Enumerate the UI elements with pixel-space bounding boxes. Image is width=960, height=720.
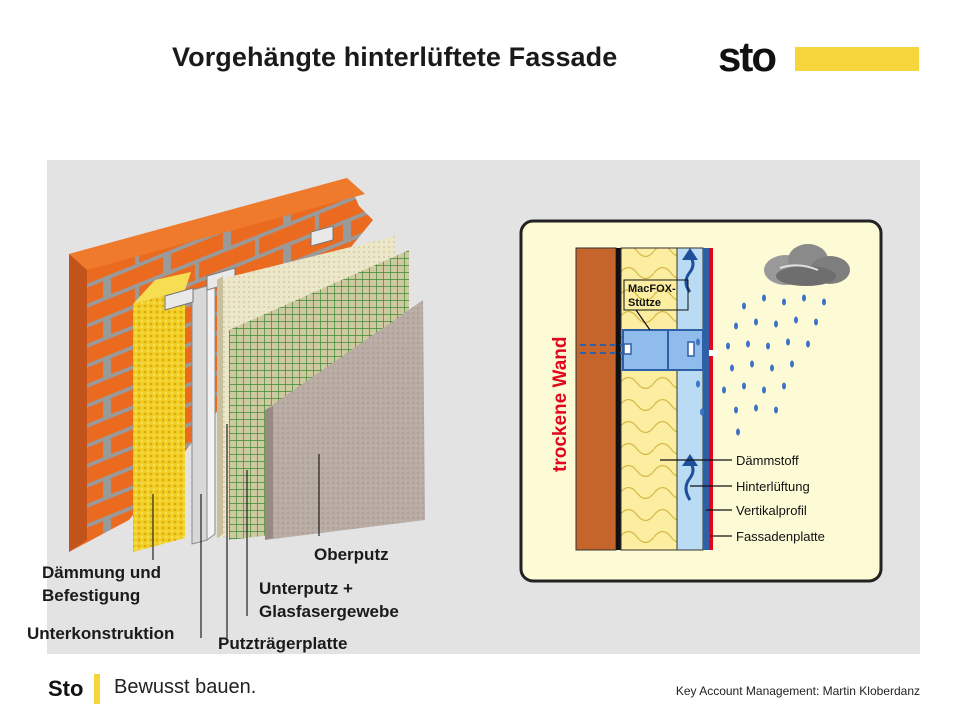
footer-sto-logo: Sto [48, 674, 100, 704]
section-masonry-layer [575, 247, 617, 551]
section-vertical-profile [703, 248, 709, 550]
section-bracket-label-1: MacFOX- [628, 283, 676, 295]
section-layer-vertikalprofil: Vertikalprofil [736, 503, 807, 518]
section-layer-fassadenplatte: Fassadenplatte [736, 529, 825, 544]
sto-logo: sto [718, 38, 778, 78]
rain-cloud-icon [764, 244, 850, 286]
label-daemmung-line2: Befestigung [42, 586, 141, 605]
label-unterkonstruktion: Unterkonstruktion [27, 624, 175, 643]
label-daemmung: Dämmung und Befestigung [42, 561, 161, 607]
page-title: Vorgehängte hinterlüftete Fassade [172, 42, 618, 72]
label-oberputz: Oberputz [314, 545, 389, 564]
footer-credit: Key Account Management: Martin Kloberdan… [675, 684, 920, 698]
footer-logo-text: Sto [48, 676, 83, 701]
wall-buildup-illustration [69, 178, 425, 638]
section-air-gap-layer [676, 247, 704, 551]
sto-logo-text: sto [718, 38, 776, 78]
facade-cross-section: trockene Wand MacFOX- Stütze Dämmstoff H… [519, 219, 883, 583]
section-facade-board [709, 248, 713, 550]
label-putztraegerplatte: Putzträgerplatte [218, 634, 348, 653]
airflow-arrow-icon [684, 255, 695, 501]
label-unterputz-line2: Glasfasergewebe [259, 602, 399, 621]
brand-yellow-bar [795, 47, 919, 71]
section-layer-hinterlueftung: Hinterlüftung [736, 479, 810, 494]
section-bracket-label-2: Stütze [628, 297, 661, 309]
section-wall-label: trockene Wand [550, 337, 571, 473]
section-insulation-layer [620, 247, 678, 551]
rain-drops [696, 294, 826, 436]
section-layer-daemmstoff: Dämmstoff [736, 453, 799, 468]
label-unterputz: Unterputz + Glasfasergewebe [259, 577, 399, 623]
label-unterputz-line1: Unterputz + [259, 579, 353, 598]
footer-claim: Bewusst bauen. [114, 676, 257, 698]
label-daemmung-line1: Dämmung und [42, 563, 161, 582]
